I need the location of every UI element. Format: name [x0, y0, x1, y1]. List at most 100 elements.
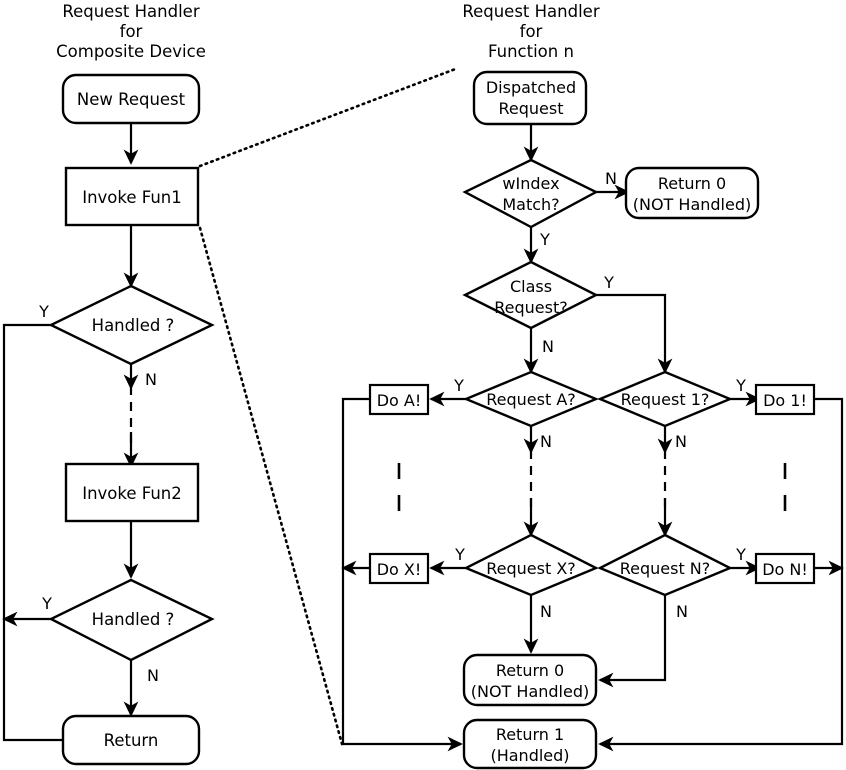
new-request-shape	[61, 73, 201, 125]
return-0-top-label-2: (NOT Handled)	[633, 195, 751, 214]
handled-1-shape	[48, 284, 215, 366]
return-0-top-label-1: Return 0	[658, 174, 726, 193]
invoke-fun2-shape	[64, 462, 200, 523]
label-class-no: N	[542, 337, 554, 356]
node-do-a[interactable]: Do A!	[368, 383, 430, 416]
node-do-n[interactable]: Do N!	[754, 552, 816, 585]
do-1-label: Do 1!	[763, 391, 807, 410]
return-shape	[61, 714, 201, 766]
class-request-label-1: Class	[510, 277, 552, 296]
dispatched-request-label-2: Request	[499, 99, 564, 118]
handled-2-label: Handled ?	[92, 610, 175, 629]
label-windex-yes: Y	[539, 230, 550, 249]
label-handled1-yes: Y	[38, 302, 49, 321]
return-0-bottom-label-1: Return 0	[496, 661, 564, 680]
left-panel-edges	[2, 123, 139, 748]
left-title-line-2: for	[120, 22, 143, 41]
node-handled-1[interactable]: Handled ?	[48, 284, 215, 366]
label-handled1-no: N	[145, 370, 157, 389]
node-return[interactable]: Return	[61, 714, 201, 766]
new-request-label: New Request	[77, 90, 186, 109]
right-panel-title: Request Handler for Function n	[462, 2, 599, 61]
do-1-shape	[754, 383, 816, 416]
do-a-label: Do A!	[377, 391, 422, 410]
node-invoke-fun1[interactable]: Invoke Fun1	[64, 166, 200, 227]
right-panel-edges	[341, 124, 844, 752]
windex-match-shape	[462, 158, 599, 229]
windex-match-label-1: wIndex	[502, 174, 559, 193]
zoom-connector-bottom-line	[198, 226, 344, 746]
node-class-request[interactable]: Class Request?	[462, 260, 599, 330]
node-request-n[interactable]: Request N?	[597, 533, 733, 597]
request-a-shape	[462, 370, 600, 428]
ellipsis-marks	[397, 463, 787, 511]
return-1-label-1: Return 1	[496, 725, 564, 744]
request-n-shape	[597, 533, 733, 597]
node-do-x[interactable]: Do X!	[368, 552, 430, 585]
invoke-fun2-label: Invoke Fun2	[82, 484, 182, 503]
zoom-connector-top-line	[198, 66, 460, 168]
node-return-1[interactable]: Return 1 (Handled)	[462, 718, 598, 770]
request-1-label: Request 1?	[621, 390, 710, 409]
request-x-shape	[463, 533, 599, 597]
label-handled2-no: N	[147, 666, 159, 685]
label-handled2-yes: Y	[41, 594, 52, 613]
label-requestX-no: N	[540, 602, 552, 621]
node-invoke-fun2[interactable]: Invoke Fun2	[64, 462, 200, 523]
request-x-label: Request X?	[486, 559, 576, 578]
handled-2-shape	[48, 578, 215, 662]
node-request-1[interactable]: Request 1?	[596, 370, 734, 428]
edge-requestN-no	[598, 595, 667, 688]
return-label: Return	[104, 731, 159, 750]
dispatched-request-shape	[472, 70, 588, 126]
return-1-shape	[462, 718, 598, 770]
class-request-label-2: Request?	[494, 298, 567, 317]
request-a-label: Request A?	[486, 390, 576, 409]
return-1-label-2: (Handled)	[490, 746, 569, 765]
dispatched-request-label-1: Dispatched	[486, 78, 576, 97]
node-dispatched-request[interactable]: Dispatched Request	[472, 70, 588, 126]
node-handled-2[interactable]: Handled ?	[48, 578, 215, 662]
edge-handled1-yes	[2, 323, 99, 748]
handled-1-label: Handled ?	[92, 316, 175, 335]
label-requestN-yes: Y	[735, 545, 746, 564]
left-title-line-3: Composite Device	[56, 42, 206, 61]
return-0-bottom-label-2: (NOT Handled)	[471, 682, 589, 701]
invoke-fun1-label: Invoke Fun1	[82, 188, 182, 207]
node-windex-match[interactable]: wIndex Match?	[462, 158, 599, 229]
right-title-line-3: Function n	[488, 42, 574, 61]
right-title-line-2: for	[520, 22, 543, 41]
edge-class-yes	[596, 293, 673, 374]
label-requestN-no: N	[676, 602, 688, 621]
request-n-label: Request N?	[620, 559, 711, 578]
label-class-yes: Y	[603, 273, 614, 292]
label-request1-no: N	[675, 432, 687, 451]
label-windex-no: N	[605, 169, 617, 188]
windex-match-label-2: Match?	[502, 195, 559, 214]
node-do-1[interactable]: Do 1!	[754, 383, 816, 416]
do-a-shape	[368, 383, 430, 416]
node-return-0-bottom[interactable]: Return 0 (NOT Handled)	[462, 653, 598, 707]
label-requestA-no: N	[540, 432, 552, 451]
return-0-bottom-shape	[462, 653, 598, 707]
right-title-line-1: Request Handler	[462, 2, 599, 21]
label-requestA-yes: Y	[453, 376, 464, 395]
return-0-top-shape	[624, 166, 760, 220]
left-panel-title: Request Handler for Composite Device	[56, 2, 206, 61]
do-n-label: Do N!	[762, 560, 808, 579]
node-request-a[interactable]: Request A?	[462, 370, 600, 428]
left-title-line-1: Request Handler	[62, 2, 199, 21]
do-x-shape	[368, 552, 430, 585]
class-request-shape	[462, 260, 599, 330]
invoke-fun1-shape	[64, 166, 200, 227]
zoom-connector	[198, 66, 460, 746]
node-request-x[interactable]: Request X?	[463, 533, 599, 597]
node-new-request[interactable]: New Request	[61, 73, 201, 125]
request-1-shape	[596, 370, 734, 428]
label-request1-yes: Y	[735, 376, 746, 395]
do-x-label: Do X!	[377, 560, 422, 579]
node-return-0-top[interactable]: Return 0 (NOT Handled)	[624, 166, 760, 220]
label-requestX-yes: Y	[454, 545, 465, 564]
